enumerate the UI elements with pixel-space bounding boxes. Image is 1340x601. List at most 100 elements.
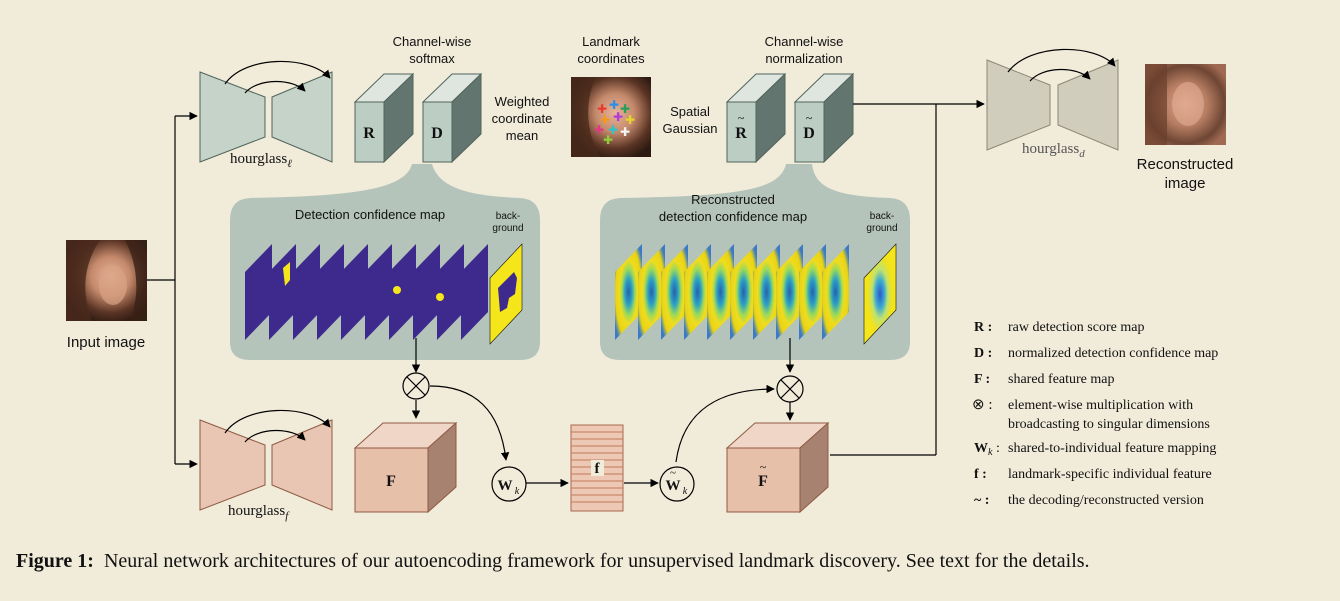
svg-text:Channel-wise: Channel-wise [765, 34, 844, 49]
svg-text:hourglassℓ: hourglassℓ [230, 151, 292, 170]
multiply-node-1 [402, 372, 430, 400]
recon-map-title: Reconstructed detection confidence map [659, 192, 807, 224]
svg-text:back-: back- [870, 211, 894, 222]
svg-text:softmax: softmax [409, 51, 455, 66]
svg-text:normalized detection confidenc: normalized detection confidence map [1008, 346, 1218, 361]
svg-text:mean: mean [506, 128, 539, 143]
svg-text:F :: F : [974, 372, 990, 387]
svg-text:F: F [758, 473, 768, 490]
svg-text:hourglassd: hourglassd [1022, 141, 1085, 160]
svg-text:~: ~ [806, 111, 813, 125]
channel-softmax-label: Channel-wise softmax [393, 34, 472, 66]
weighted-coordinate-mean-label: Weighted coordinate mean [492, 94, 553, 143]
box-F-tilde: ~ F [725, 421, 830, 514]
svg-text:✚: ✚ [613, 110, 623, 124]
svg-text:shared feature map: shared feature map [1008, 372, 1115, 387]
landmark-coordinates-label: Landmark coordinates [577, 34, 645, 66]
svg-text:Channel-wise: Channel-wise [393, 34, 472, 49]
svg-text:Spatial: Spatial [670, 104, 710, 119]
svg-text:R: R [363, 125, 375, 142]
multiply-node-2 [776, 375, 804, 403]
svg-text:D :: D : [974, 346, 992, 361]
svg-text:~: ~ [670, 467, 676, 479]
hourglass-l: hourglassℓ [199, 60, 333, 170]
svg-text:✚: ✚ [625, 113, 635, 127]
svg-text:✚: ✚ [597, 102, 607, 116]
svg-text:Landmark: Landmark [582, 34, 640, 49]
svg-text:shared-to-individual feature m: shared-to-individual feature mapping [1008, 441, 1216, 456]
svg-text:detection confidence map: detection confidence map [659, 209, 807, 224]
svg-text:Weighted: Weighted [495, 94, 550, 109]
input-image-label: Input image [67, 334, 145, 351]
svg-text:✚: ✚ [620, 102, 630, 116]
background-label-2: back- ground [866, 211, 897, 234]
svg-text:normalization: normalization [765, 51, 842, 66]
legend-item: Wk : shared-to-individual feature mappin… [974, 441, 1216, 458]
svg-text:back-: back- [496, 211, 520, 222]
svg-text:element-wise multiplication wi: element-wise multiplication with [1008, 398, 1193, 413]
detection-slices [245, 243, 523, 345]
hourglass-f: hourglassf [199, 409, 333, 522]
svg-text:hourglassf: hourglassf [228, 503, 290, 522]
box-R-tilde: ~ R [725, 72, 787, 164]
legend-item: f : landmark-specific individual feature [974, 467, 1212, 482]
svg-text:broadcasting to singular dimen: broadcasting to singular dimensions [1008, 417, 1210, 432]
svg-text:landmark-specific individual f: landmark-specific individual feature [1008, 467, 1212, 482]
svg-text:R: R [735, 125, 747, 142]
svg-text:Reconstructed: Reconstructed [1137, 156, 1234, 173]
figure-caption: Figure 1:Neural network architectures of… [16, 550, 1090, 572]
svg-text:image: image [1165, 175, 1206, 192]
reconstructed-slices [615, 243, 897, 345]
box-D-tilde: ~ D [793, 72, 855, 164]
legend-item: R : raw detection score map [974, 320, 1144, 335]
svg-text:f :: f : [974, 467, 987, 482]
reconstructed-image [1145, 64, 1226, 145]
detection-map-title: Detection confidence map [295, 207, 445, 222]
svg-text:k: k [683, 486, 688, 497]
svg-text:~: ~ [738, 111, 745, 125]
feature-stack-f: f [570, 424, 624, 512]
svg-text:⊗ :: ⊗ : [972, 397, 993, 413]
svg-text:D: D [431, 125, 443, 142]
svg-text:W: W [666, 478, 681, 494]
spatial-gaussian-label: Spatial Gaussian [663, 104, 718, 136]
box-D: D [421, 72, 483, 164]
svg-text:✚: ✚ [594, 123, 604, 137]
legend-item: ⊗ : element-wise multiplication with bro… [972, 397, 1210, 432]
lower-connectors [411, 338, 795, 488]
svg-text:coordinates: coordinates [577, 51, 645, 66]
svg-text:✚: ✚ [609, 98, 619, 112]
svg-text:✚: ✚ [620, 125, 630, 139]
svg-text:✚: ✚ [603, 133, 613, 147]
svg-text:the decoding/reconstructed ver: the decoding/reconstructed version [1008, 493, 1204, 508]
svg-text:D: D [803, 125, 815, 142]
svg-text:k: k [515, 486, 520, 497]
box-F: F [353, 421, 458, 514]
svg-text:raw detection score map: raw detection score map [1008, 320, 1144, 335]
svg-text:Wk :: Wk : [974, 441, 1000, 458]
svg-text:W: W [498, 478, 513, 494]
svg-text:ground: ground [866, 223, 897, 234]
input-connectors [147, 111, 198, 469]
svg-text:ground: ground [492, 223, 523, 234]
svg-text:coordinate: coordinate [492, 111, 553, 126]
svg-text:F: F [386, 473, 396, 490]
box-R: R [353, 72, 415, 164]
svg-text:R :: R : [974, 320, 992, 335]
svg-text:f: f [595, 461, 601, 477]
svg-text:Gaussian: Gaussian [663, 121, 718, 136]
input-image [66, 240, 147, 321]
wk-tilde-node: ~ W k [659, 466, 695, 502]
landmark-image: ✚ ✚ ✚ ✚ ✚ ✚ ✚ ✚ ✚ ✚ [571, 77, 651, 157]
hourglass-d: hourglassd [986, 48, 1119, 160]
svg-text:✚: ✚ [608, 123, 618, 137]
legend-item: ~ : the decoding/reconstructed version [974, 493, 1204, 508]
svg-text:~: ~ [760, 460, 767, 474]
svg-text:✚: ✚ [600, 113, 610, 127]
legend-item: F : shared feature map [974, 372, 1115, 387]
decoder-connectors [830, 99, 985, 456]
svg-text:~ :: ~ : [974, 493, 989, 508]
reconstructed-image-label: Reconstructed image [1137, 156, 1234, 192]
background-label-1: back- ground [492, 211, 523, 234]
